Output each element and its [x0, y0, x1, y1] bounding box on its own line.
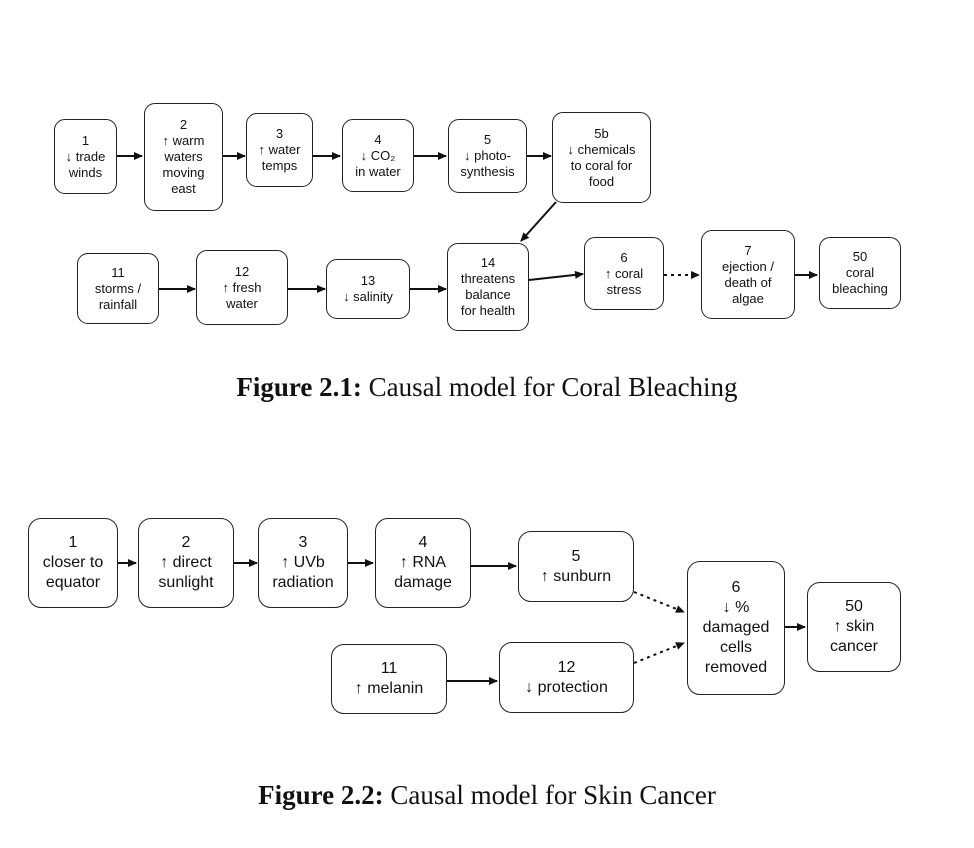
- node-skin-cancer: 50 ↑ skin cancer: [807, 582, 901, 672]
- node-warm-waters: 2 ↑ warm waters moving east: [144, 103, 223, 211]
- arrow-5b-to-14: [520, 201, 557, 242]
- node-direct-sunlight: 2 ↑ direct sunlight: [138, 518, 234, 608]
- figure1-caption-text: Causal model for Coral Bleaching: [368, 372, 738, 402]
- figure2-caption-text: Causal model for Skin Cancer: [390, 780, 716, 810]
- node-storms-rainfall: 11 storms / rainfall: [77, 253, 159, 324]
- arrow-s5-to-s6-dotted: [633, 591, 685, 613]
- node-rna-damage: 4 ↑ RNA damage: [375, 518, 471, 608]
- node-uvb-radiation: 3 ↑ UVb radiation: [258, 518, 348, 608]
- figure1-arrows: [117, 152, 818, 293]
- node-salinity: 13 ↓ salinity: [326, 259, 410, 319]
- node-photosynthesis: 5 ↓ photo- synthesis: [448, 119, 527, 193]
- node-protection: 12 ↓ protection: [499, 642, 634, 713]
- node-coral-bleaching: 50 coral bleaching: [819, 237, 901, 309]
- node-melanin: 11 ↑ melanin: [331, 644, 447, 714]
- node-fresh-water: 12 ↑ fresh water: [196, 250, 288, 325]
- node-ejection-death-algae: 7 ejection / death of algae: [701, 230, 795, 319]
- node-chemicals: 5b ↓ chemicals to coral for food: [552, 112, 651, 203]
- figure1-caption-label: Figure 2.1:: [236, 372, 362, 402]
- arrow-s12-to-s6-dotted: [633, 642, 685, 664]
- node-sunburn: 5 ↑ sunburn: [518, 531, 634, 602]
- node-damaged-cells-removed: 6 ↓ % damaged cells removed: [687, 561, 785, 695]
- figure2-arrows: [118, 559, 806, 685]
- node-threatens-balance: 14 threatens balance for health: [447, 243, 529, 331]
- arrow-14-to-6: [528, 270, 584, 281]
- node-trade-winds: 1 ↓ trade winds: [54, 119, 117, 194]
- figure1-caption: Figure 2.1: Causal model for Coral Bleac…: [0, 372, 974, 403]
- node-co2: 4 ↓ CO₂ in water: [342, 119, 414, 192]
- node-coral-stress: 6 ↑ coral stress: [584, 237, 664, 310]
- figure2-caption-label: Figure 2.2:: [258, 780, 384, 810]
- node-water-temps: 3 ↑ water temps: [246, 113, 313, 187]
- node-closer-to-equator: 1 closer to equator: [28, 518, 118, 608]
- figure2-caption: Figure 2.2: Causal model for Skin Cancer: [0, 780, 974, 811]
